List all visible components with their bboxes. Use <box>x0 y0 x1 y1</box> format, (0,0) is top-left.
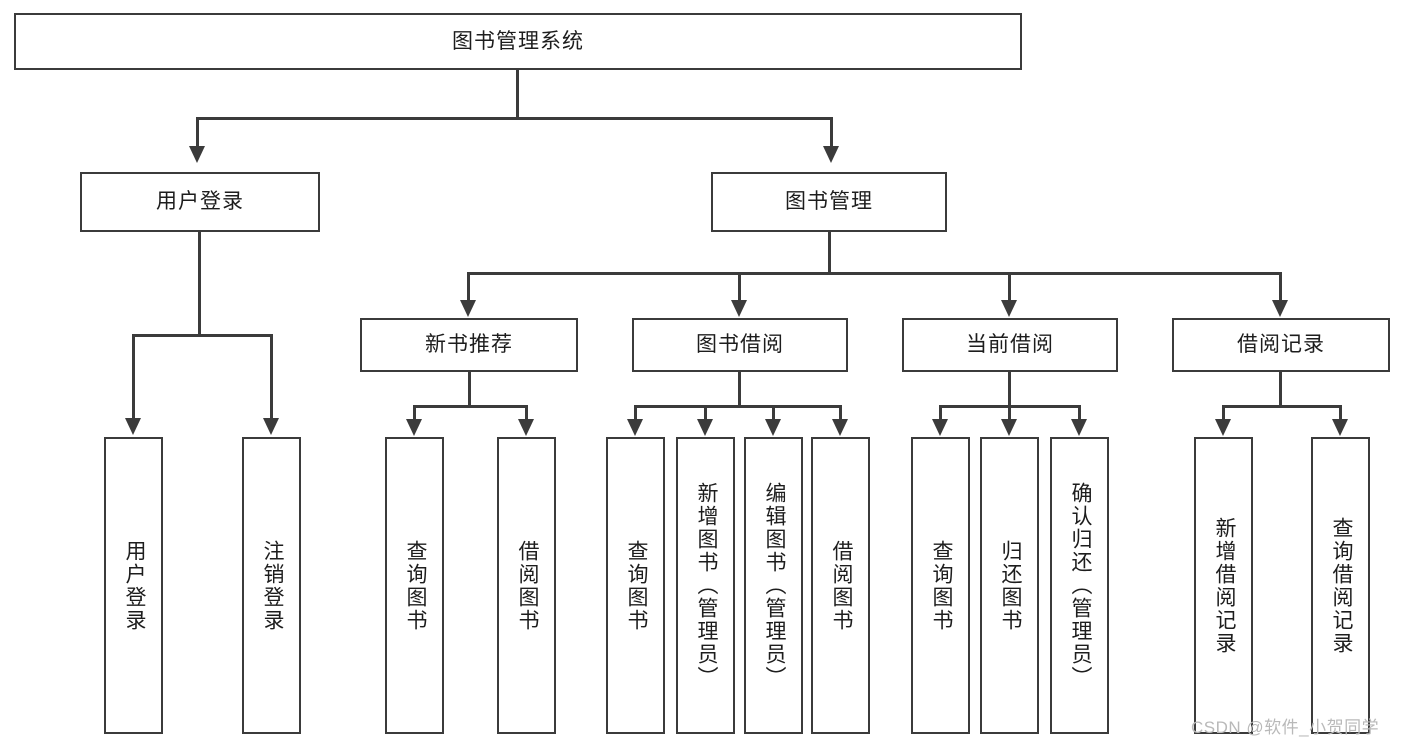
node-label: 用户登录 <box>122 539 146 632</box>
connector-book-borrow-to-leaf-1 <box>704 405 707 420</box>
node-label: 当前借阅 <box>966 333 1054 357</box>
connector-book-management-bus <box>467 272 1279 275</box>
connector-book-borrow-to-leaf-2 <box>772 405 775 420</box>
connector-user-login-to-leaf-1 <box>270 334 273 419</box>
leaf-new-book-recommend-1[interactable]: 借阅图书 <box>497 437 556 734</box>
connector-bm-to-borrow-record <box>1279 272 1282 301</box>
arrow-borrow-record-to-leaf-0 <box>1215 419 1231 436</box>
node-root-book-management-system[interactable]: 图书管理系统 <box>14 13 1022 70</box>
connector-user-login-stem <box>198 232 201 336</box>
node-label: 图书管理 <box>785 190 873 214</box>
arrow-book-borrow-to-leaf-2 <box>765 419 781 436</box>
leaf-book-borrow-2[interactable]: 编辑图书（管理员） <box>744 437 803 734</box>
connector-borrow-record-to-leaf-0 <box>1222 405 1225 420</box>
connector-root-to-user-login <box>196 117 199 149</box>
arrow-book-borrow-to-leaf-3 <box>832 419 848 436</box>
node-book-borrow[interactable]: 图书借阅 <box>632 318 848 372</box>
connector-new-book-to-leaf-1 <box>525 405 528 420</box>
connector-new-book-bus <box>413 405 528 408</box>
leaf-book-borrow-0[interactable]: 查询图书 <box>606 437 665 734</box>
arrow-book-borrow-to-leaf-1 <box>697 419 713 436</box>
connector-book-borrow-stem <box>738 372 741 407</box>
connector-current-borrow-stem <box>1008 372 1011 407</box>
node-label: 查询图书 <box>403 539 427 632</box>
arrow-user-login-to-leaf-0 <box>125 418 141 435</box>
leaf-book-borrow-3[interactable]: 借阅图书 <box>811 437 870 734</box>
connector-book-borrow-to-leaf-3 <box>839 405 842 420</box>
node-new-book-recommend[interactable]: 新书推荐 <box>360 318 578 372</box>
connector-user-login-to-leaf-0 <box>132 334 135 419</box>
node-label: 新增借阅记录 <box>1212 516 1236 655</box>
watermark-csdn: CSDN @软件_小贺同学 <box>1191 718 1380 737</box>
node-book-management[interactable]: 图书管理 <box>711 172 947 232</box>
connector-current-borrow-to-leaf-1 <box>1008 405 1011 420</box>
node-label: 借阅图书 <box>829 539 853 632</box>
leaf-current-borrow-2[interactable]: 确认归还（管理员） <box>1050 437 1109 734</box>
leaf-current-borrow-1[interactable]: 归还图书 <box>980 437 1039 734</box>
connector-root-to-book-management <box>830 117 833 149</box>
node-borrow-record[interactable]: 借阅记录 <box>1172 318 1390 372</box>
connector-bm-to-current-borrow <box>1008 272 1011 301</box>
node-label: 查询图书 <box>929 539 953 632</box>
arrow-root-to-user-login <box>189 146 205 163</box>
arrow-current-borrow-to-leaf-0 <box>932 419 948 436</box>
connector-new-book-to-leaf-0 <box>413 405 416 420</box>
node-label: 查询借阅记录 <box>1329 516 1353 655</box>
connector-current-borrow-to-leaf-0 <box>939 405 942 420</box>
node-label: 新书推荐 <box>425 333 513 357</box>
node-label: 借阅图书 <box>515 539 539 632</box>
leaf-user-login-1[interactable]: 注销登录 <box>242 437 301 734</box>
connector-bm-to-new-book <box>467 272 470 301</box>
node-current-borrow[interactable]: 当前借阅 <box>902 318 1118 372</box>
node-label: 确认归还（管理员） <box>1068 482 1092 689</box>
arrow-borrow-record-to-leaf-1 <box>1332 419 1348 436</box>
arrow-current-borrow-to-leaf-2 <box>1071 419 1087 436</box>
connector-new-book-stem <box>468 372 471 407</box>
node-label: 借阅记录 <box>1237 333 1325 357</box>
connector-book-management-stem <box>828 232 831 274</box>
node-user-login[interactable]: 用户登录 <box>80 172 320 232</box>
leaf-current-borrow-0[interactable]: 查询图书 <box>911 437 970 734</box>
node-label: 新增图书（管理员） <box>694 482 718 689</box>
node-label: 图书管理系统 <box>452 29 584 53</box>
connector-borrow-record-to-leaf-1 <box>1339 405 1342 420</box>
node-label: 查询图书 <box>624 539 648 632</box>
connector-root-stem <box>516 70 519 117</box>
connector-borrow-record-stem <box>1279 372 1282 407</box>
arrow-user-login-to-leaf-1 <box>263 418 279 435</box>
arrow-current-borrow-to-leaf-1 <box>1001 419 1017 436</box>
leaf-book-borrow-1[interactable]: 新增图书（管理员） <box>676 437 735 734</box>
connector-book-borrow-to-leaf-0 <box>634 405 637 420</box>
leaf-borrow-record-0[interactable]: 新增借阅记录 <box>1194 437 1253 734</box>
arrow-new-book-to-leaf-0 <box>406 419 422 436</box>
node-label: 注销登录 <box>260 539 284 632</box>
node-label: 图书借阅 <box>696 333 784 357</box>
arrow-bm-to-new-book <box>460 300 476 317</box>
leaf-borrow-record-1[interactable]: 查询借阅记录 <box>1311 437 1370 734</box>
arrow-book-borrow-to-leaf-0 <box>627 419 643 436</box>
connector-bm-to-book-borrow <box>738 272 741 301</box>
arrow-new-book-to-leaf-1 <box>518 419 534 436</box>
arrow-bm-to-current-borrow <box>1001 300 1017 317</box>
leaf-new-book-recommend-0[interactable]: 查询图书 <box>385 437 444 734</box>
connector-root-bus <box>196 117 833 120</box>
connector-borrow-record-bus <box>1222 405 1342 408</box>
connector-user-login-bus <box>132 334 273 337</box>
arrow-bm-to-borrow-record <box>1272 300 1288 317</box>
node-label: 归还图书 <box>998 539 1022 632</box>
arrow-bm-to-book-borrow <box>731 300 747 317</box>
node-label: 编辑图书（管理员） <box>762 482 786 689</box>
arrow-root-to-book-management <box>823 146 839 163</box>
connector-current-borrow-to-leaf-2 <box>1078 405 1081 420</box>
leaf-user-login-0[interactable]: 用户登录 <box>104 437 163 734</box>
node-label: 用户登录 <box>156 190 244 214</box>
connector-book-borrow-bus <box>634 405 840 408</box>
